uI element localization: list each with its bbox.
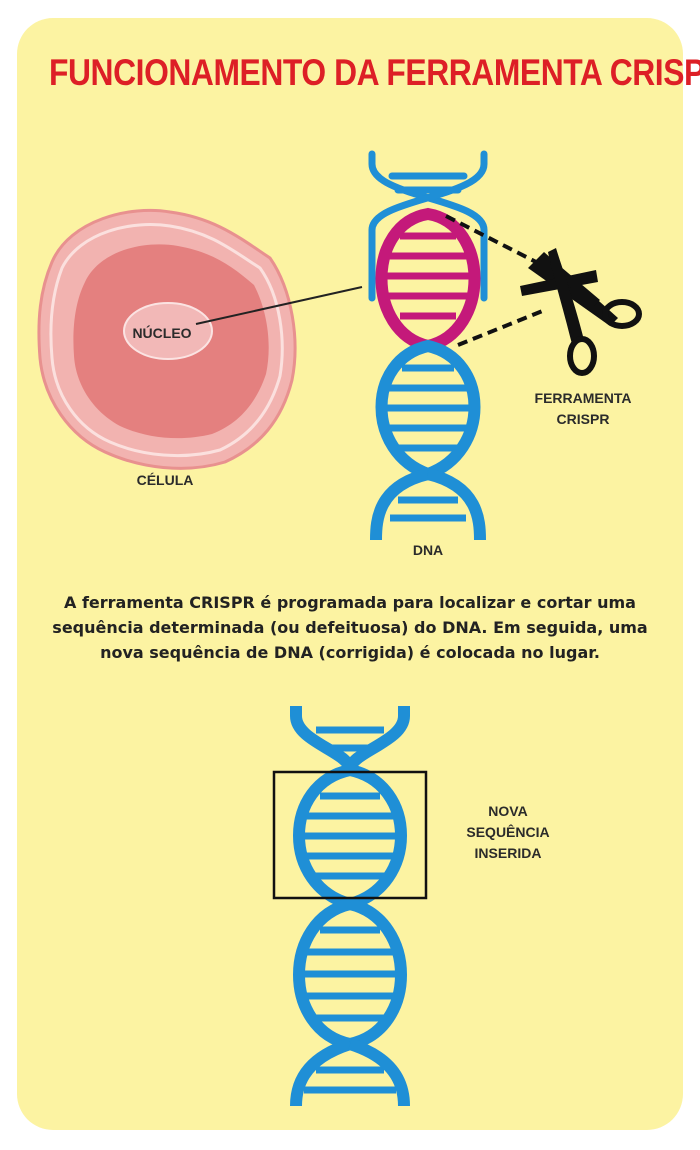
nucleus-label: NÚCLEO: [132, 324, 191, 341]
new-seq-label-line1: NOVA: [488, 803, 527, 819]
cut-line-top: [445, 214, 541, 266]
page-title: FUNCIONAMENTO DA FERRAMENTA CRISPR: [49, 52, 700, 93]
new-dna-helix-icon: [290, 706, 410, 1107]
nucleus-pointer-line: [195, 286, 363, 325]
tool-label-line2: CRISPR: [557, 411, 610, 427]
tool-label-line1: FERRAMENTA: [535, 390, 632, 406]
new-sequence-highlight-box: [272, 770, 428, 900]
new-seq-label-line3: INSERIDA: [475, 845, 542, 861]
dna-helix-icon: [368, 150, 488, 541]
caption-line-3: nova sequência de DNA (corrigida) é colo…: [100, 643, 600, 662]
nucleus: [123, 302, 213, 360]
scissors-icon: [520, 248, 642, 376]
description-text: A ferramenta CRISPR é programada para lo…: [40, 590, 660, 665]
new-seq-label-line2: SEQUÊNCIA: [466, 823, 549, 840]
caption-line-2: sequência determinada (ou defeituosa) do…: [52, 618, 648, 637]
cell-label: CÉLULA: [137, 472, 194, 488]
dna-label: DNA: [413, 542, 443, 558]
infographic-card: [17, 18, 683, 1130]
cell-icon: [37, 208, 297, 470]
caption-line-1: A ferramenta CRISPR é programada para lo…: [64, 593, 636, 612]
